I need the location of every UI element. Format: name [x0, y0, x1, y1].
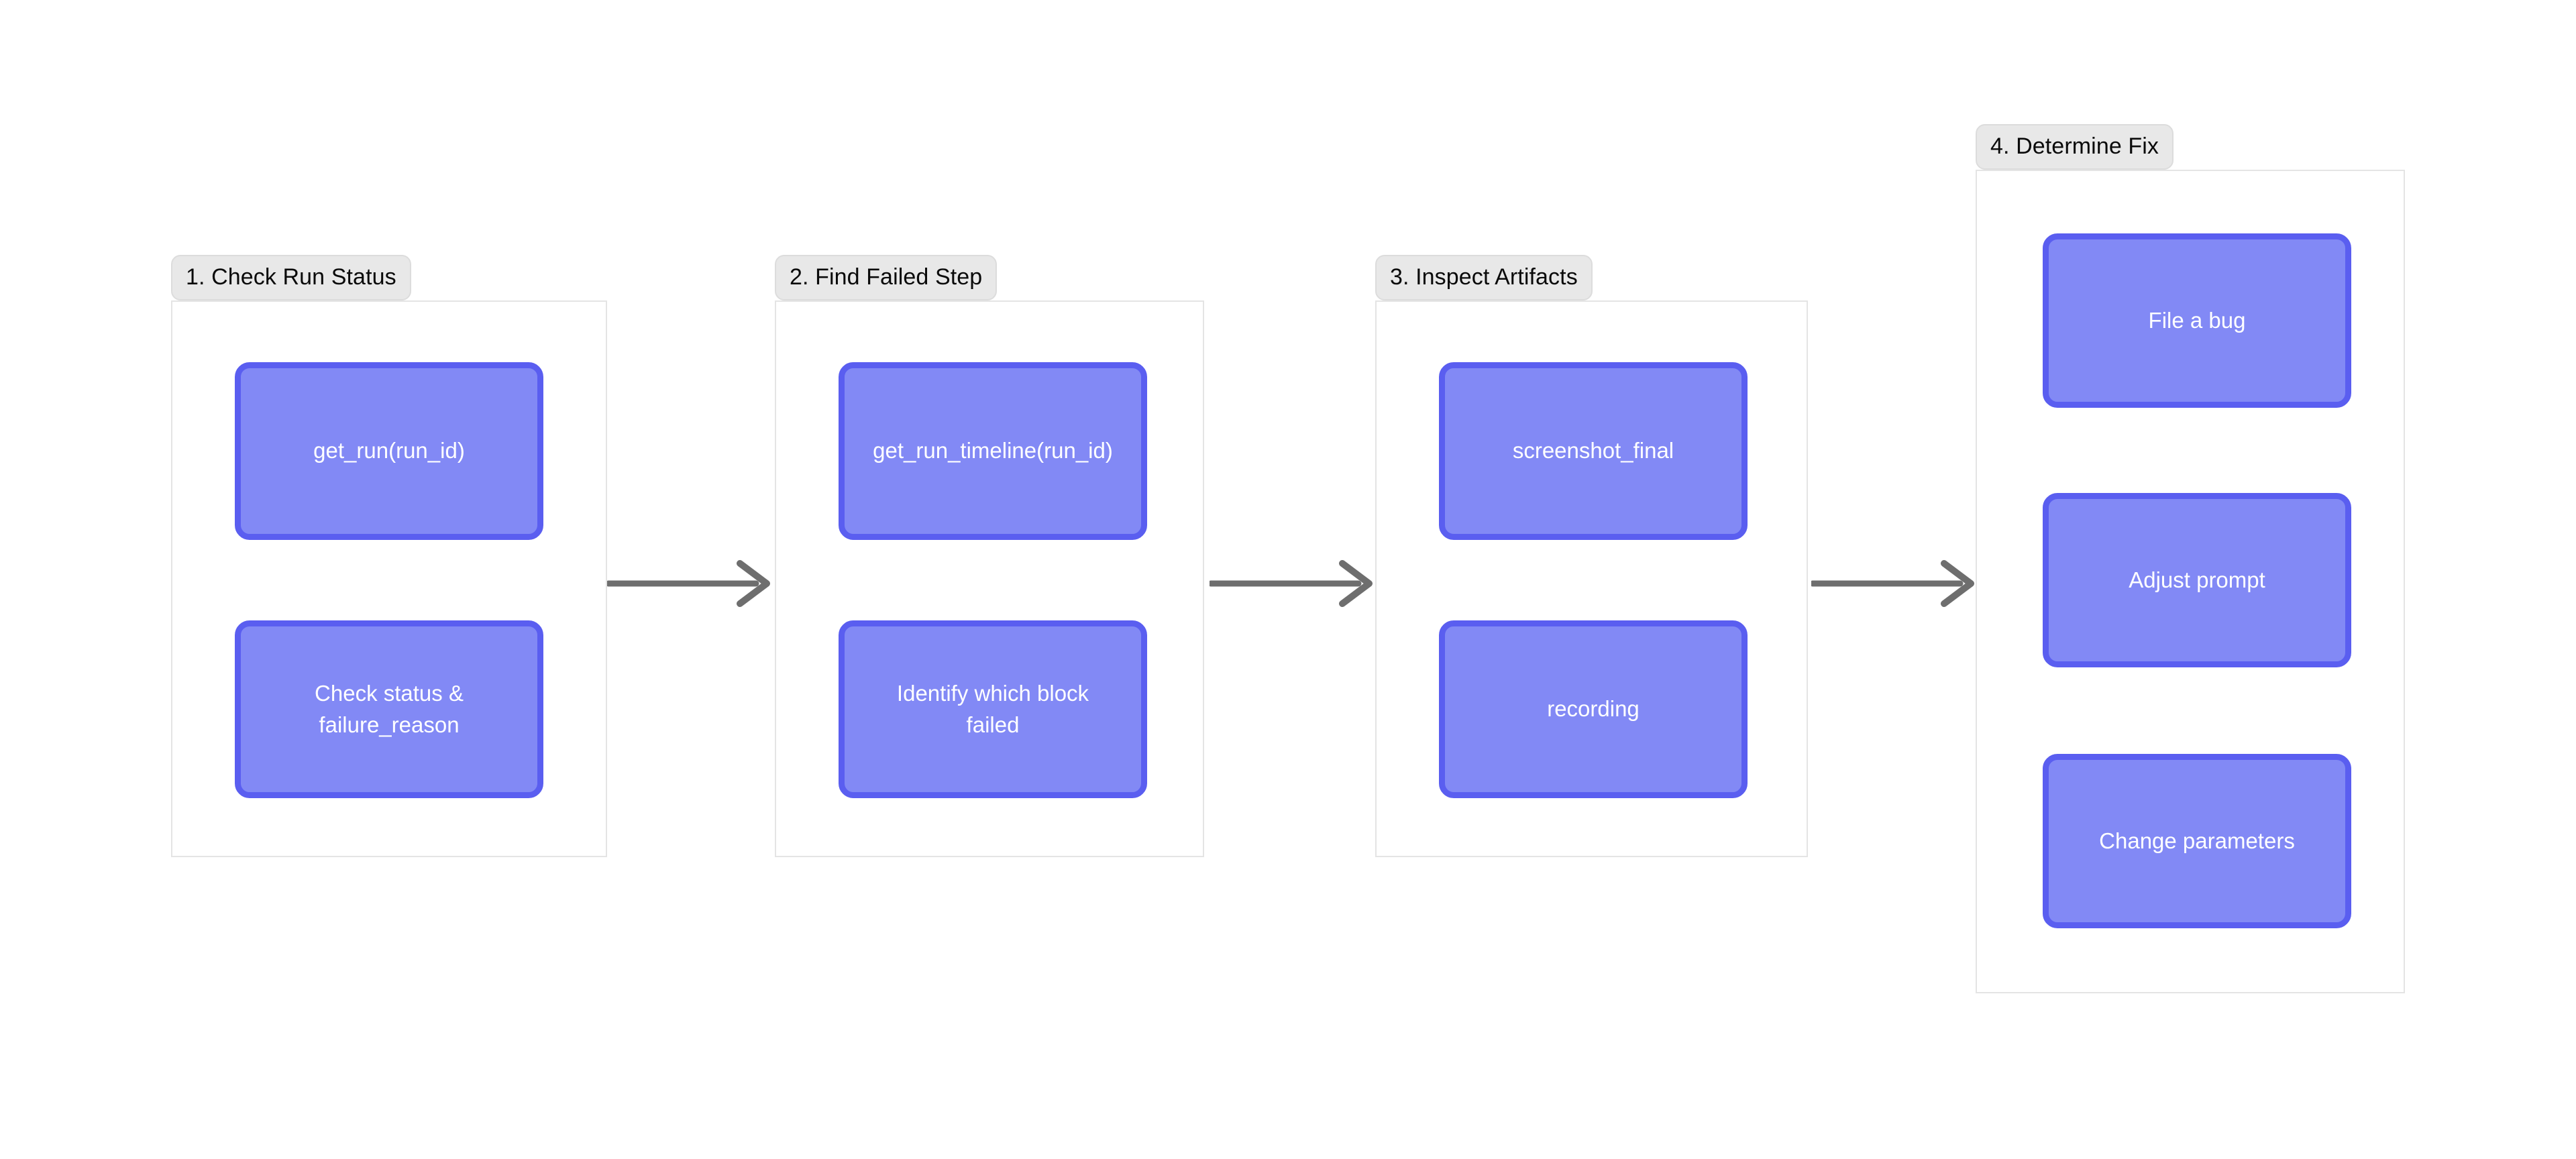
node-change-parameters[interactable]: Change parameters [2043, 754, 2351, 928]
node-check-status[interactable]: Check status & failure_reason [235, 620, 543, 798]
connector-arrow-3-4 [1811, 560, 1974, 607]
node-screenshot-final[interactable]: screenshot_final [1439, 362, 1748, 540]
node-get-run-timeline[interactable]: get_run_timeline(run_id) [839, 362, 1147, 540]
connector-arrow-1-2 [607, 560, 770, 607]
group-label-check-run-status: 1. Check Run Status [171, 255, 411, 300]
group-label-find-failed-step: 2. Find Failed Step [775, 255, 998, 300]
group-label-determine-fix: 4. Determine Fix [1976, 124, 2174, 170]
group-inspect-artifacts: 3. Inspect Artifacts screenshot_final re… [1375, 255, 1808, 859]
node-recording[interactable]: recording [1439, 620, 1748, 798]
connector-arrow-2-3 [1210, 560, 1373, 607]
group-check-run-status: 1. Check Run Status get_run(run_id) Chec… [171, 255, 607, 859]
node-adjust-prompt[interactable]: Adjust prompt [2043, 493, 2351, 667]
group-label-inspect-artifacts: 3. Inspect Artifacts [1375, 255, 1593, 300]
node-file-a-bug[interactable]: File a bug [2043, 233, 2351, 408]
group-determine-fix: 4. Determine Fix File a bug Adjust promp… [1976, 124, 2405, 996]
node-identify-block[interactable]: Identify which block failed [839, 620, 1147, 798]
node-get-run[interactable]: get_run(run_id) [235, 362, 543, 540]
group-find-failed-step: 2. Find Failed Step get_run_timeline(run… [775, 255, 1204, 859]
